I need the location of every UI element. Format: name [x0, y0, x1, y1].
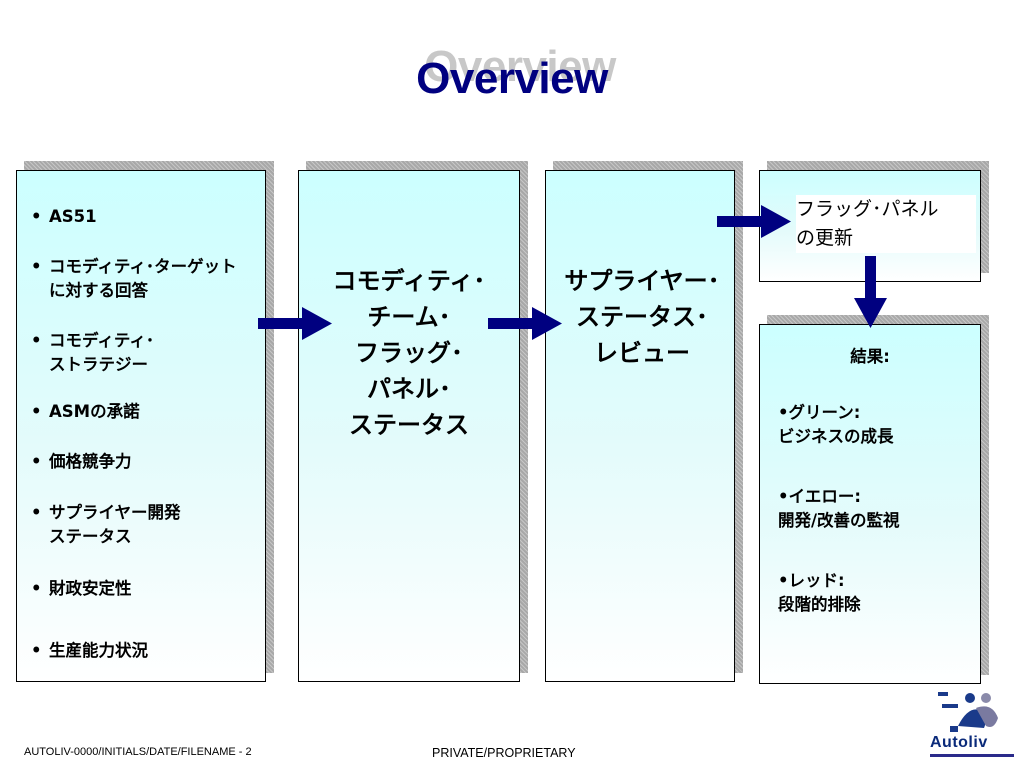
list-item-text: サプライヤー開発 ステータス — [49, 503, 181, 546]
arrow-right-icon — [258, 307, 332, 340]
autoliv-logo: Autoliv — [920, 690, 1020, 762]
title-shadow: Overview — [424, 42, 616, 91]
results-title: 結果: — [850, 347, 890, 366]
flag-panel-status-box: コモディティ･ チーム･ フラッグ･ パネル･ ステータス — [298, 170, 520, 682]
arrow-right-icon — [717, 205, 791, 238]
list-item: •価格競争力 — [31, 450, 261, 474]
list-item: •AS51 — [31, 205, 261, 229]
page-title: Overview — [416, 54, 608, 103]
list-item-text: AS51 — [49, 207, 97, 226]
arrow-down-icon — [854, 256, 887, 328]
footer-confidentiality: PRIVATE/PROPRIETARY — [432, 746, 576, 760]
list-item-text: ASMの承諾 — [49, 402, 140, 421]
title-area: Overview Overview — [0, 42, 1024, 108]
list-item-text: 財政安定性 — [49, 579, 132, 598]
supplier-review-box: サプライヤー･ ステータス･ レビュー — [545, 170, 735, 682]
result-green: •グリーン: ビジネスの成長 — [778, 403, 894, 446]
result-yellow: •イエロー: 開発/改善の監視 — [778, 487, 900, 530]
list-item-text: コモディティ･ターゲット に対する回答 — [49, 257, 237, 300]
logo-underline — [930, 754, 1014, 757]
list-item: •コモディティ･ターゲット に対する回答 — [31, 255, 261, 303]
supplier-review-text: サプライヤー･ ステータス･ レビュー — [564, 267, 720, 367]
results-box: 結果: •グリーン: ビジネスの成長 •イエロー: 開発/改善の監視 •レッド:… — [759, 324, 981, 684]
list-item: •コモディティ･ ストラテジー — [31, 329, 261, 377]
criteria-box: •AS51 •コモディティ･ターゲット に対する回答 •コモディティ･ ストラテ… — [16, 170, 266, 682]
flag-panel-status-text: コモディティ･ チーム･ フラッグ･ パネル･ ステータス — [332, 267, 486, 439]
footer-filename: AUTOLIV-0000/INITIALS/DATE/FILENAME - 2 — [24, 746, 252, 758]
list-item: •サプライヤー開発 ステータス — [31, 501, 261, 549]
list-item-text: コモディティ･ ストラテジー — [49, 331, 155, 374]
list-item: •生産能力状況 — [31, 639, 261, 663]
list-item-text: 生産能力状況 — [49, 641, 148, 660]
list-item-text: 価格競争力 — [49, 452, 132, 471]
result-red: •レッド: 段階的排除 — [778, 571, 861, 614]
autoliv-figure-icon — [938, 692, 998, 732]
arrow-right-icon — [488, 307, 562, 340]
flag-panel-update-text: フラッグ･パネル の更新 — [796, 195, 976, 253]
list-item: •財政安定性 — [31, 577, 261, 601]
logo-text: Autoliv — [930, 734, 988, 751]
list-item: •ASMの承諾 — [31, 400, 261, 424]
